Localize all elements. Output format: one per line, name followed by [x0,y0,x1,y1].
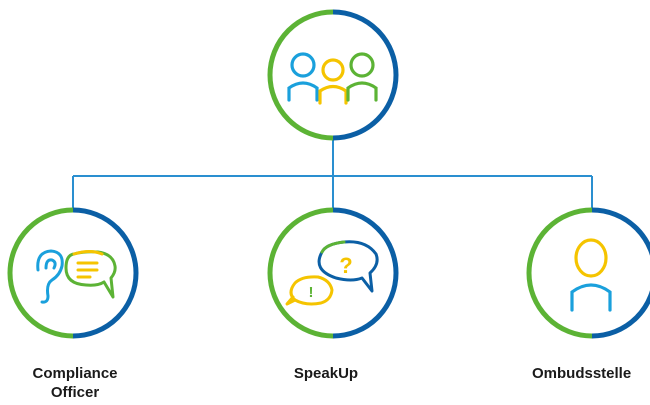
question-exclamation-bubbles-icon: ? ! [285,240,379,306]
node-ombud-ring [526,207,650,339]
node-ombud [526,207,650,339]
node-compliance-ring [7,207,139,339]
node-speakup-ring [267,207,399,339]
node-label-compliance: Compliance Officer [32,365,118,401]
question-mark-glyph: ? [339,253,352,278]
person-icon [570,238,612,312]
node-label-speakup: SpeakUp [293,365,359,382]
exclamation-mark-glyph: ! [309,284,314,301]
node-group [267,9,399,141]
node-compliance [7,207,139,339]
connector-lines [72,137,593,212]
node-group-ring [267,9,399,141]
ear-speech-bubble-icon [36,249,117,304]
node-label-ombud: Ombudsstelle [532,365,632,382]
node-speakup: ? ! [267,207,399,339]
people-group-icon [287,52,378,105]
